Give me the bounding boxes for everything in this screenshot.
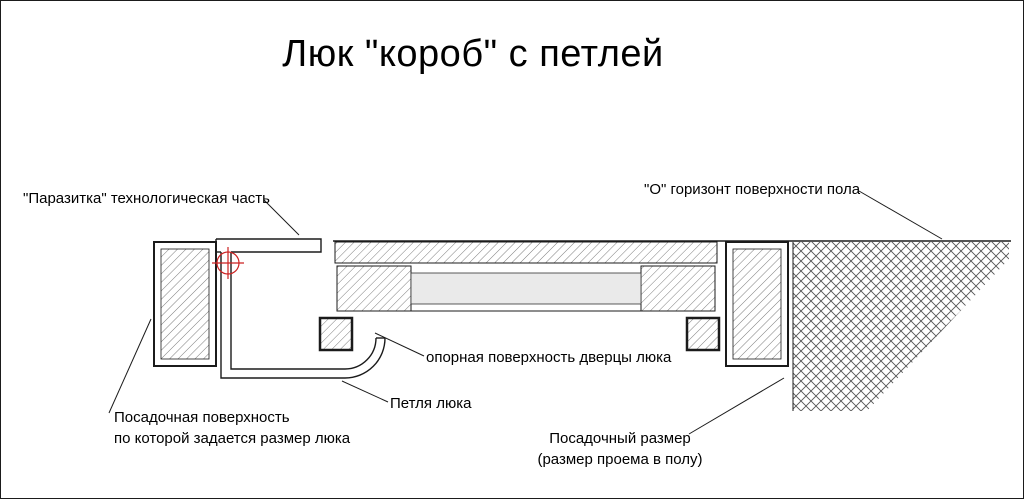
leader-parasitka (263, 199, 300, 236)
leader-seating-surface (108, 318, 152, 414)
leader-lines (108, 190, 943, 435)
hatch-door (318, 241, 721, 352)
door-support-block-left (318, 316, 354, 352)
right-frame (725, 241, 789, 367)
leader-horizon (858, 190, 943, 240)
red-position-marker (212, 247, 244, 279)
label-hinge: Петля люка (390, 395, 472, 412)
drawing-title: Люк "короб" с петлей (282, 33, 664, 75)
label-seating-surface: Посадочная поверхность по которой задает… (114, 407, 350, 449)
label-door-support-surface: опорная поверхность дверцы люка (426, 349, 672, 366)
label-floor-horizon: "О" горизонт поверхности пола (644, 181, 861, 198)
leader-hinge (341, 380, 389, 403)
label-seating-size-line1: Посадочный размер (549, 430, 691, 447)
label-parasitka: "Паразитка" технологическая часть (23, 190, 270, 207)
hinge-leaf-inner (230, 252, 377, 370)
leader-support-surface (374, 332, 425, 357)
door-support-block-right (685, 316, 721, 352)
ground-hatch (792, 242, 1009, 411)
label-seating-surface-line1: Посадочная поверхность (114, 409, 290, 426)
flange-and-hinge-profile (215, 238, 386, 379)
label-seating-size: Посадочный размер (размер проема в полу) (528, 428, 712, 470)
label-seating-size-line2: (размер проема в полу) (537, 451, 703, 468)
label-seating-surface-line2: по которой задается размер люка (114, 430, 351, 447)
parasite-flange (216, 238, 322, 253)
left-frame (153, 241, 217, 367)
hinge-leaf-outer (220, 252, 386, 379)
leader-seating-size (688, 377, 785, 435)
